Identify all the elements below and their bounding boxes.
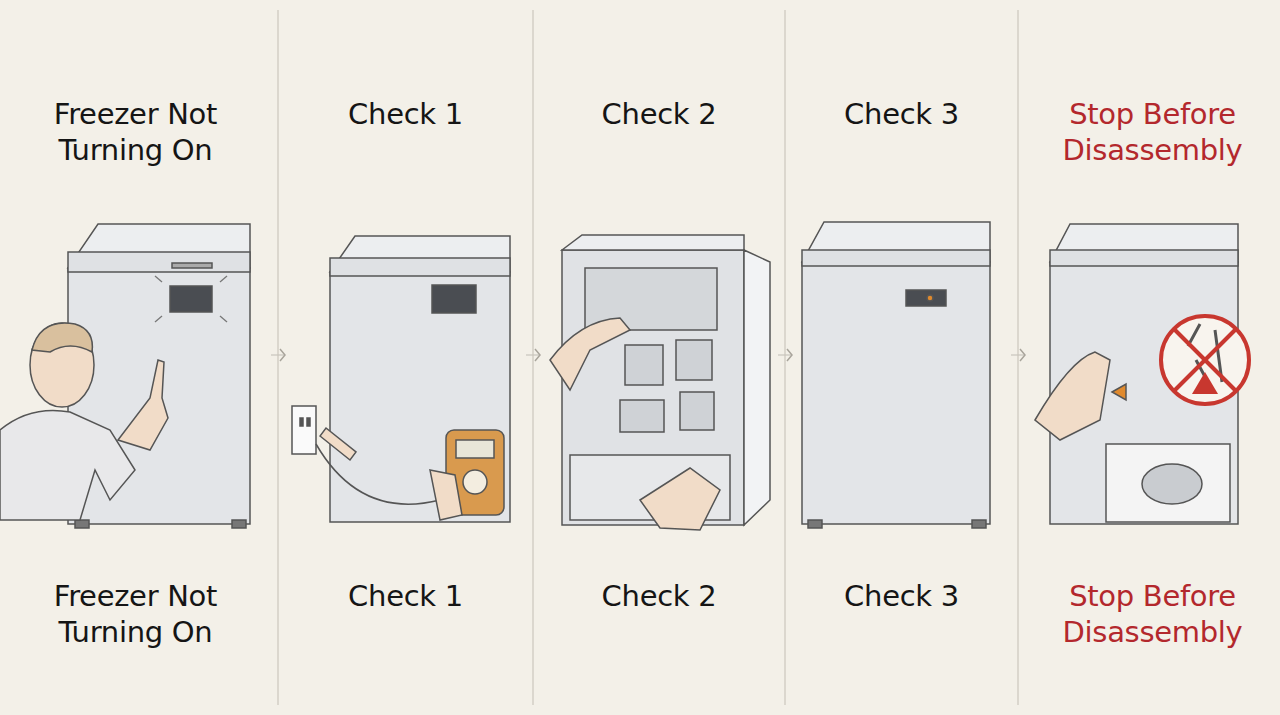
freezer-drawing [676,340,712,380]
freezer-drawing [1112,384,1126,400]
step-panel: Stop Before DisassemblyStop Before Disas… [1025,0,1280,715]
freezer-drawing [802,222,990,528]
freezer-drawing [68,268,250,524]
panel-divider [532,10,534,705]
display-glint [155,276,162,282]
arrow-head [535,349,540,361]
freezer-drawing [68,224,250,528]
wall-outlet [307,418,310,426]
person-figure [32,323,92,352]
panel-divider [277,10,279,705]
freezer-drawing [927,295,933,301]
flow-line [271,354,285,355]
wall-outlet [300,418,303,426]
freezer-drawing [562,250,744,525]
step-heading: Check 2 [549,96,769,132]
person-figure [118,360,168,450]
freezer-drawing [170,286,212,312]
freezer-drawing [550,235,770,530]
freezer-drawing [330,258,510,276]
flow-line [526,354,540,355]
person-figure [0,323,168,520]
person-figure [0,410,135,520]
panel-divider [1017,10,1019,705]
freezer-drawing [744,250,770,525]
display-glint [220,276,227,282]
multimeter [430,430,504,520]
freezer-drawing [1142,464,1202,504]
step-panel: Check 3 Check 3 [792,0,1011,715]
step-panel: Freezer Not Turning On Freezer Not Turnin… [0,0,271,715]
prohibition-sign [1161,316,1249,404]
flow-chevron [1011,349,1025,361]
freezer-drawing [1050,250,1238,266]
arrow-head [787,349,792,361]
arrow-head [1020,349,1025,361]
step-panel: Check 2 Check 2 [540,0,778,715]
freezer-drawing [68,252,250,272]
arrow-head [280,349,285,361]
freezer-drawing [906,290,946,306]
display-glint [220,316,227,322]
freezer-drawing [232,520,246,528]
panel-divider [784,10,786,705]
freezer-drawing [550,318,630,390]
prohibition-sign [1192,372,1218,394]
freezer-drawing [620,400,664,432]
wall-outlet [320,428,356,460]
step-footer: Check 3 [797,578,1007,614]
flow-chevron [778,349,792,361]
freezer-drawing [680,392,714,430]
freezer-drawing [625,345,663,385]
freezer-drawing [330,236,510,522]
step-footer: Check 2 [549,578,769,614]
step-heading: Check 1 [296,96,516,132]
wall-outlet [292,406,440,504]
freezer-drawing [808,520,822,528]
display-glint [155,316,162,322]
freezer-drawing [432,285,476,313]
freezer-drawing [172,263,212,268]
step-panel: Check 1 Check 1 [285,0,526,715]
multimeter [463,470,487,494]
flow-line [1011,354,1025,355]
multimeter [456,440,494,458]
prohibition-sign [1174,329,1236,391]
prohibition-sign [1161,316,1249,404]
step-footer: Stop Before Disassembly [1035,578,1270,650]
flow-line [778,354,792,355]
step-heading: Check 3 [797,96,1007,132]
freezer-drawing [802,262,990,524]
prohibition-sign [1174,329,1236,391]
step-heading: Freezer Not Turning On [21,96,251,168]
flow-chevron [271,349,285,361]
flow-chevron [526,349,540,361]
freezer-drawing [75,520,89,528]
step-heading: Stop Before Disassembly [1035,96,1270,168]
freezer-drawing [562,235,744,250]
freezer-drawing [1035,352,1110,440]
freezer-drawing [972,520,986,528]
wall-outlet [316,444,440,504]
step-footer: Freezer Not Turning On [21,578,251,650]
freezer-drawing [330,272,510,522]
multimeter [430,470,462,520]
freezer-drawing [640,468,720,530]
step-footer: Check 1 [296,578,516,614]
person-figure [30,323,94,407]
wall-outlet [292,406,316,454]
freezer-drawing [802,250,990,266]
panel-divider [278,10,1018,705]
display-glint [155,276,227,322]
freezer-drawing [1106,444,1230,522]
